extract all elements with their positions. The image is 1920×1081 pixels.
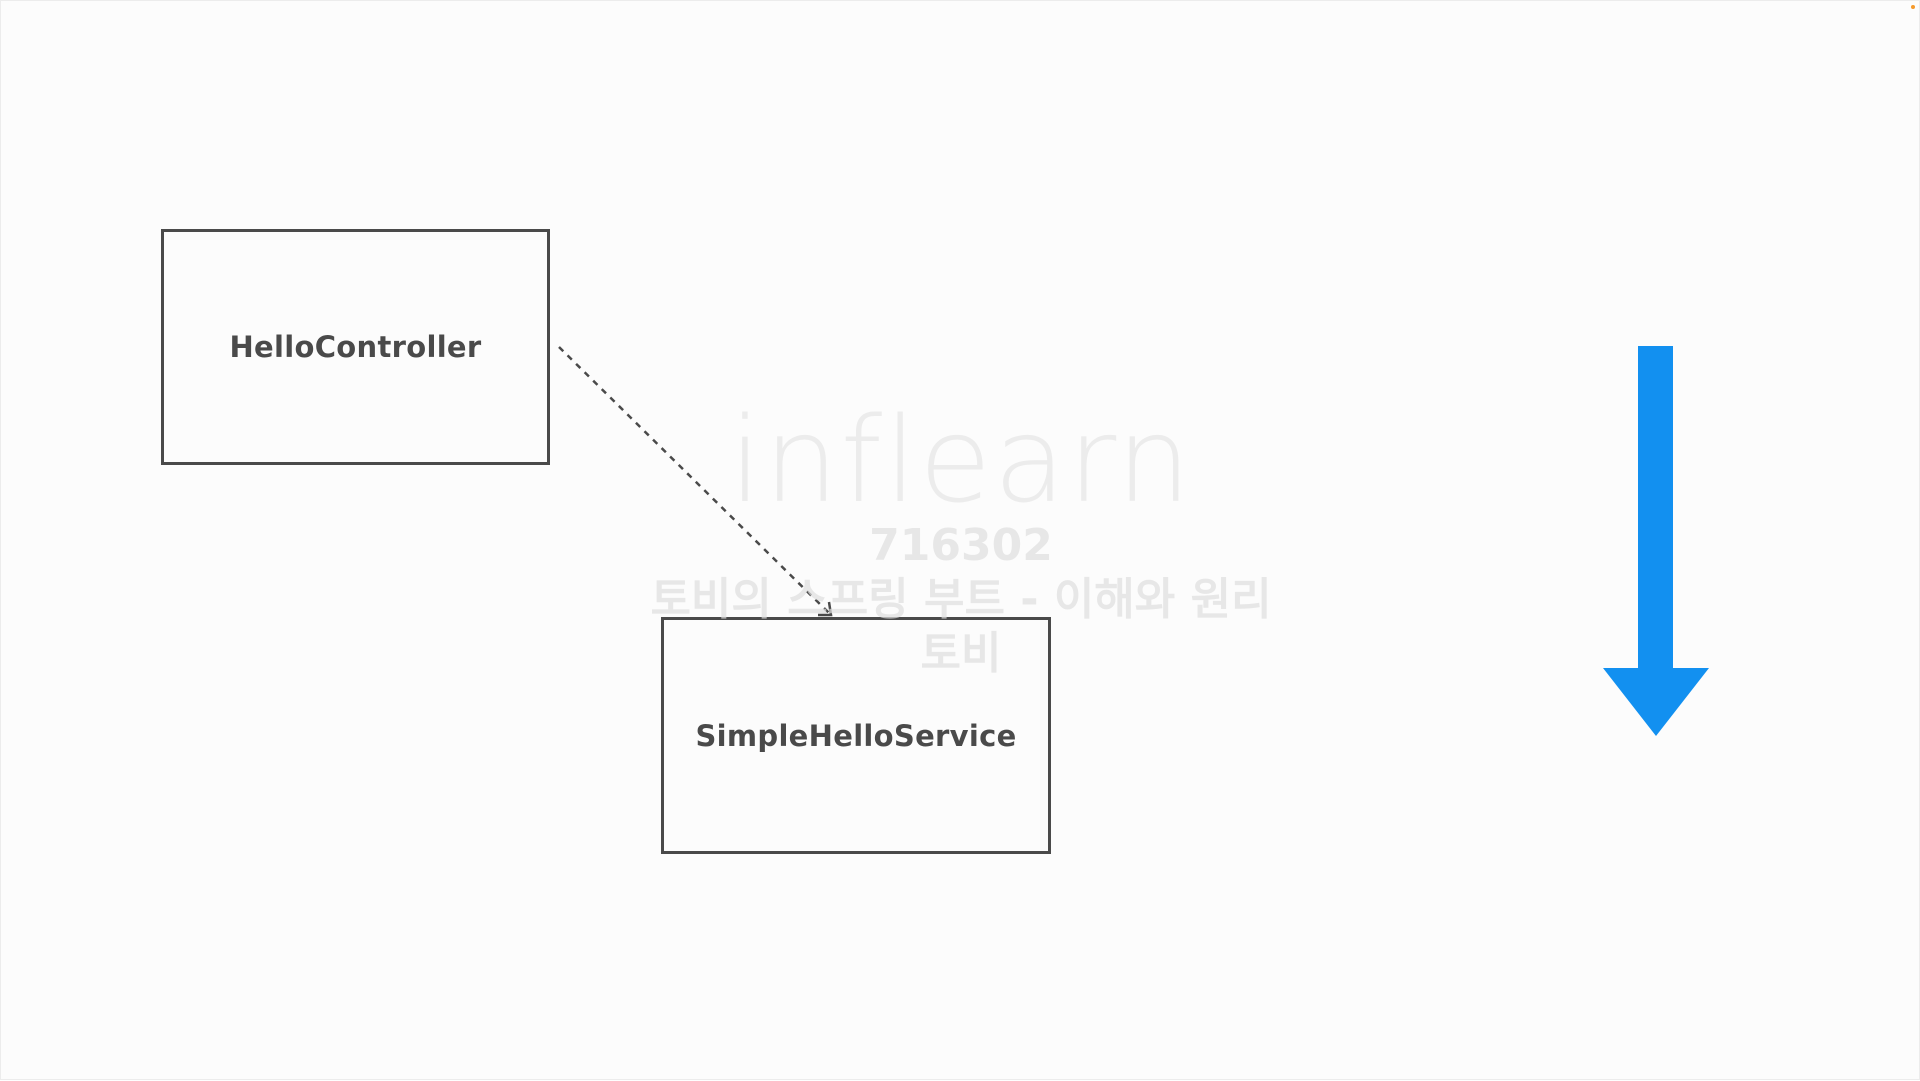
corner-indicator-dot: [1911, 5, 1915, 9]
connector-arrowhead-icon: [818, 601, 833, 617]
simple-hello-service-label: SimpleHelloService: [695, 718, 1017, 753]
dependency-connector: [558, 346, 833, 617]
down-arrow-head: [1603, 668, 1709, 736]
simple-hello-service-box: SimpleHelloService: [661, 617, 1051, 854]
down-arrow-icon: [1603, 346, 1709, 736]
down-arrow-shaft: [1638, 346, 1673, 669]
hello-controller-label: HelloController: [229, 330, 482, 364]
dashed-connector-line: [558, 346, 830, 614]
hello-controller-box: HelloController: [161, 229, 550, 465]
